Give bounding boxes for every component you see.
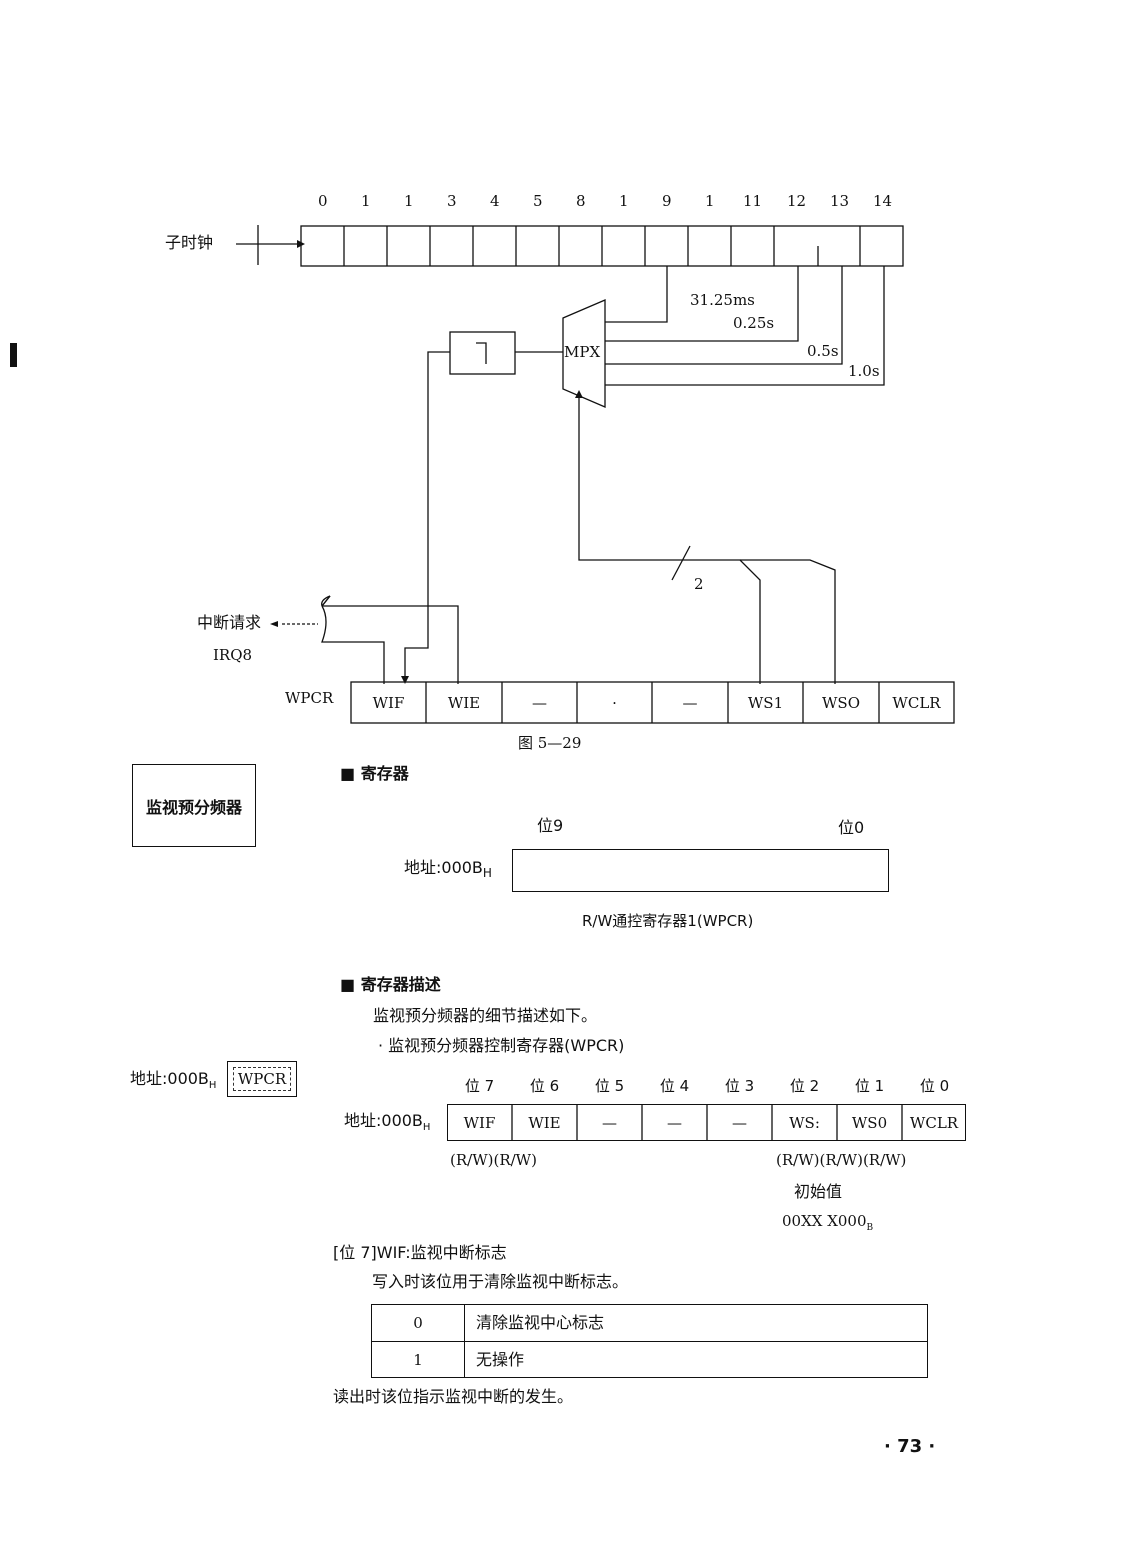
row-address: 地址:000BH [344,1111,431,1134]
bit7-write-note: 写入时该位用于清除监视中断标志。 [372,1272,629,1291]
bit-low-label: 位0 [838,818,865,837]
bit7-desc-cell: 无操作 [476,1350,525,1369]
bit-number: 14 [873,192,893,210]
sidebar-topic-box: 监视预分频器 [132,764,256,847]
section-heading-description: ■ 寄存器描述 [340,975,441,994]
bit7-table-row: 0 清除监视中心标志 [372,1305,927,1342]
description-intro: 监视预分频器的细节描述如下。 [373,1006,598,1025]
access-right: (R/W)(R/W)(R/W) [776,1151,907,1169]
bit-number: 12 [787,192,807,210]
interrupt-request-label: 中断请求 [197,613,262,632]
register-cell: — [682,693,698,712]
register-address: 地址:000BH [404,858,492,881]
register-cell: WSO [822,693,860,712]
bit-number: 11 [743,192,763,210]
figure-caption: 图 5—29 [518,734,582,752]
tap-05s: 0.5s [807,342,839,360]
bit-cell: WS0 [851,1113,888,1132]
tap-10s: 1.0s [848,362,880,380]
bit-cell: — [732,1113,747,1132]
tap-31ms: 31.25ms [690,291,755,309]
bit7-value-cell: 0 [372,1305,465,1341]
irq-label: IRQ8 [213,646,253,664]
side-address: 地址:000BH [130,1069,217,1092]
page-number: · 73 · [884,1436,936,1457]
prescaler-block-diagram: 0 1 1 3 4 5 8 1 9 1 11 12 13 14 子时钟 MPX … [0,0,1122,760]
register-cell: WCLR [892,693,941,712]
bit-number: 0 [318,192,328,210]
bit-number: 3 [447,192,457,210]
mpx-label: MPX [564,343,601,361]
bit-header: 位 7 [464,1076,495,1095]
register-cell: — [532,693,547,712]
bit-table [447,1104,966,1141]
bit-high-label: 位9 [537,816,564,835]
bit-header: 位 3 [724,1076,755,1095]
register-cell: WS1 [747,693,784,712]
bit-number: 1 [404,192,414,210]
register-cell: · [612,693,617,712]
bit-header: 位 4 [659,1076,690,1095]
bit7-desc-cell: 清除监视中心标志 [476,1313,605,1332]
bit7-read-note: 读出时该位指示监视中断的发生。 [333,1387,574,1406]
bit-number: 13 [830,192,850,210]
bit-header: 位 1 [854,1076,885,1095]
register-cell: WIF [372,693,405,712]
bus-width: 2 [694,575,704,593]
bit-header: 位 6 [529,1076,560,1095]
bit-header: 位 5 [594,1076,625,1095]
sub-clock-label: 子时钟 [165,233,214,252]
section-heading-register: ■ 寄存器 [340,764,409,783]
register-name-label: WPCR [285,689,334,707]
bit-number: 1 [705,192,715,210]
bit7-table: 0 清除监视中心标志 1 无操作 [371,1304,928,1378]
bit-cell: — [602,1113,617,1132]
bit-cell: WIE [528,1113,561,1132]
bit-cell: WS: [789,1113,820,1132]
bit-header: 位 0 [919,1076,950,1095]
register-bar [512,849,889,892]
bit-number: 8 [576,192,586,210]
bit-number: 1 [619,192,629,210]
diagram-lines [10,225,955,724]
access-left: (R/W)(R/W) [450,1151,537,1169]
bit-table-grid [511,1104,903,1141]
register-cell: WIE [447,693,481,712]
bit-number: 9 [662,192,672,210]
initial-value: 00XX X000B [782,1212,874,1233]
bit-cell: — [667,1113,682,1132]
description-bullet: · 监视预分频器控制寄存器(WPCR) [378,1036,625,1055]
bit-cell: WIF [463,1113,496,1132]
bit7-title: [位 7]WIF:监视中断标志 [333,1243,507,1262]
bit-number: 5 [533,192,543,210]
side-register-tag-inner: WPCR [232,1067,292,1091]
bit-cell: WCLR [909,1113,959,1132]
bit7-value-cell: 1 [372,1342,465,1377]
bit-number: 1 [361,192,371,210]
bit-header: 位 2 [789,1076,820,1095]
register-caption: R/W通控寄存器1(WPCR) [582,912,754,930]
side-register-tag: WPCR [227,1061,297,1097]
bit7-table-row: 1 无操作 [372,1342,927,1377]
initial-value-label: 初始值 [794,1182,843,1201]
tap-025s: 0.25s [733,314,775,332]
bit-number: 4 [490,192,500,210]
